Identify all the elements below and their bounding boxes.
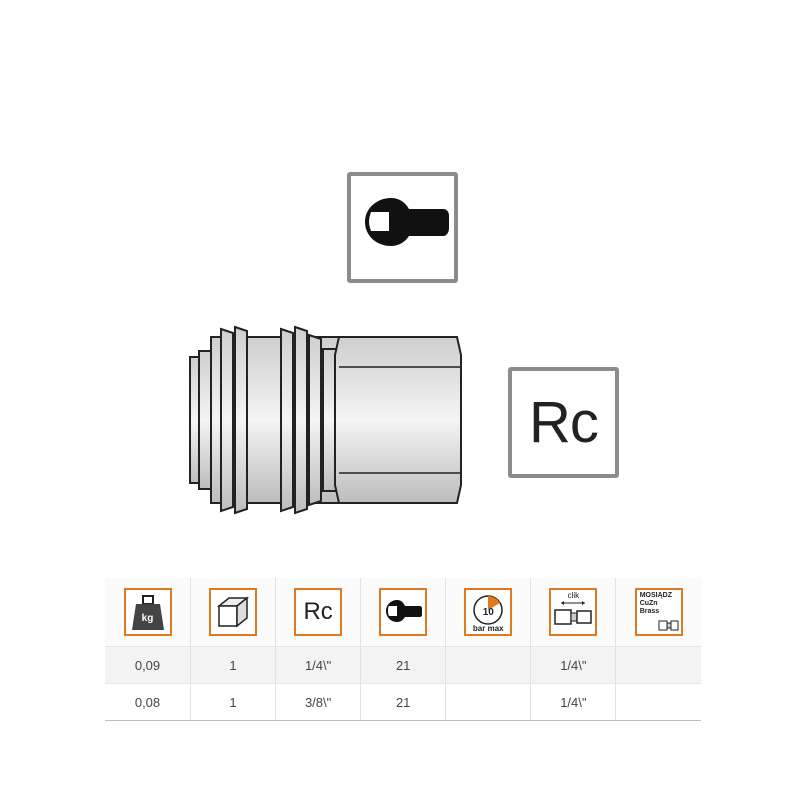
cell-pressure (445, 646, 531, 684)
weight-kg-icon: kg (123, 588, 172, 636)
thread-type-badge: Rc (508, 367, 619, 478)
thread-rc-icon: Rc (294, 588, 343, 636)
cell-material (615, 683, 701, 721)
cell-package: 1 (189, 683, 276, 721)
cell-pressure (445, 683, 531, 721)
col-pressure-header: 10 bar max (445, 578, 531, 647)
col-material-header: MOSIĄDZ CuZn Brass (615, 578, 701, 647)
col-package-header (189, 578, 276, 647)
wrench-icon (365, 198, 449, 246)
material-brass-icon: MOSIĄDZ CuZn Brass (634, 588, 683, 636)
cell-clik: 1/4\" (530, 683, 616, 721)
col-thread-header: Rc (275, 578, 361, 647)
cell-thread: 1/4\" (275, 646, 361, 684)
pressure-gauge-icon: 10 bar max (464, 588, 513, 636)
clik-connector-icon: clik (549, 588, 598, 636)
cell-thread: 3/8\" (275, 683, 361, 721)
wrench-icon (379, 588, 428, 636)
thread-type-label: Rc (529, 390, 599, 455)
cell-clik: 1/4\" (530, 646, 616, 684)
cell-weight: 0,09 (105, 646, 191, 684)
package-box-icon (209, 588, 258, 636)
cell-wrench: 21 (360, 683, 446, 721)
table-row: 0,09 1 1/4\" 21 1/4\" (105, 646, 701, 684)
col-wrench-header (360, 578, 446, 647)
cell-material (615, 646, 701, 684)
table-row: 0,08 1 3/8\" 21 1/4\" (105, 683, 701, 721)
spec-icon-row: kg Rc (105, 578, 701, 647)
quick-coupling-drawing (189, 325, 462, 515)
cell-package: 1 (189, 646, 276, 684)
col-clik-header: clik (530, 578, 616, 647)
wrench-size-badge (347, 172, 458, 283)
cell-weight: 0,08 (105, 683, 191, 721)
col-weight-header: kg (105, 578, 191, 647)
spec-table: kg Rc (105, 578, 701, 721)
cell-wrench: 21 (360, 646, 446, 684)
